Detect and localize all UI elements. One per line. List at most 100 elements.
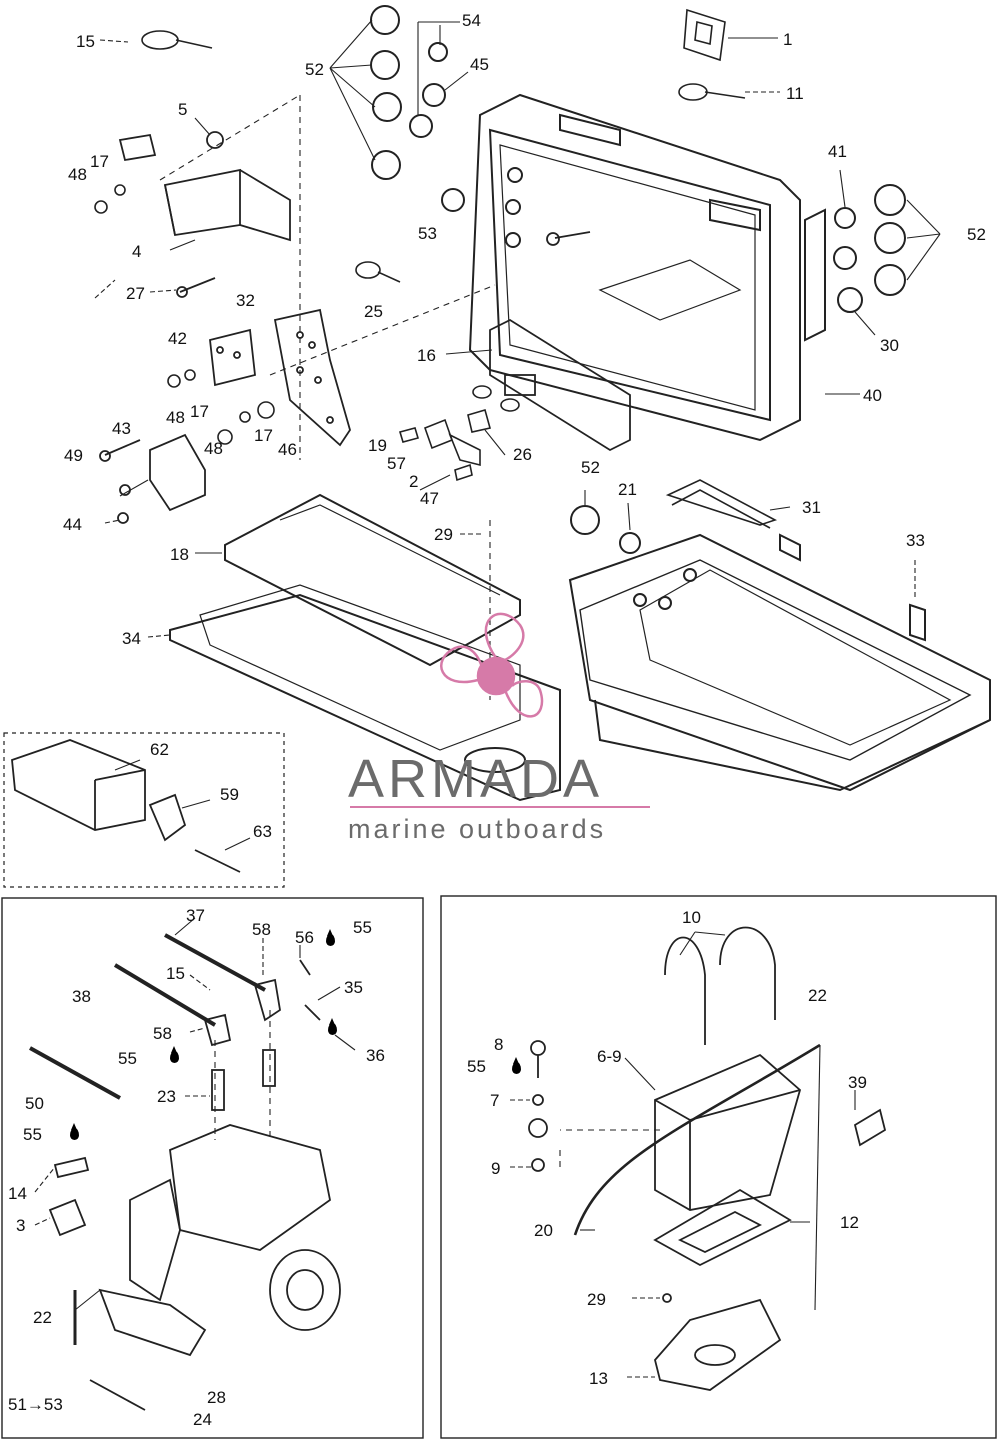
- harness-cover: [665, 479, 778, 529]
- insulating-pad: [224, 493, 521, 667]
- callout-label: 4: [132, 242, 142, 261]
- callout-label: 35: [344, 978, 363, 997]
- rubber-grommets: [370, 5, 906, 554]
- watermark-propeller-icon: [440, 612, 544, 718]
- bolts: [99, 231, 591, 462]
- lubricant-drop-icon: [70, 1123, 79, 1140]
- callout-label: 17: [90, 152, 109, 171]
- callout-label: 21: [618, 480, 637, 499]
- callout-label: 34: [122, 629, 141, 648]
- lubricant-drop-icon: [328, 1018, 337, 1035]
- callout-label: 14: [8, 1184, 27, 1203]
- callout-label: 11: [786, 84, 804, 103]
- callout-label: 49: [64, 446, 83, 465]
- callout-label: 43: [112, 419, 131, 438]
- starter-relay: [117, 433, 206, 524]
- callout-label: 9: [491, 1159, 501, 1178]
- lubricant-drop-icon: [170, 1046, 179, 1063]
- leader-lines: [34, 19, 941, 1378]
- callout-label: 48: [68, 165, 87, 184]
- connectors: [398, 385, 520, 482]
- lubricant-drop-icon: [326, 929, 335, 946]
- callout-label: 26: [513, 445, 532, 464]
- battery-detail-frame: [440, 895, 997, 1439]
- callout-label: 37: [186, 906, 205, 925]
- callout-label: 32: [236, 291, 255, 310]
- callout-label: 47: [420, 489, 439, 508]
- callout-label: 44: [63, 515, 82, 534]
- callout-label: 45: [470, 55, 489, 74]
- callout-label: 5: [178, 100, 188, 119]
- callout-label: 33: [906, 531, 925, 550]
- callout-label: 22: [33, 1308, 52, 1327]
- callout-label: 50: [25, 1094, 44, 1113]
- callout-label: 59: [220, 785, 239, 804]
- fuse-holder: [489, 318, 631, 452]
- callout-label: 20: [534, 1221, 553, 1240]
- callout-label: 48: [166, 408, 185, 427]
- callout-label: 10: [682, 908, 701, 927]
- callout-label: 27: [126, 284, 145, 303]
- callout-label: 55: [467, 1057, 486, 1076]
- callout-label: 3: [16, 1216, 26, 1235]
- callout-label: 7: [490, 1091, 500, 1110]
- watermark-brand: ARMADA: [348, 749, 604, 809]
- callout-label: 56: [295, 928, 314, 947]
- callout-label: 28: [207, 1388, 226, 1407]
- callout-label: 22: [808, 986, 827, 1005]
- solenoid: [118, 131, 291, 242]
- callout-label: 41: [828, 142, 847, 161]
- callout-label: 29: [434, 525, 453, 544]
- callout-label: 58: [153, 1024, 172, 1043]
- callout-label: 36: [366, 1046, 385, 1065]
- mounting-bracket: [273, 308, 351, 447]
- callout-label: 30: [880, 336, 899, 355]
- callout-label: 55: [118, 1049, 137, 1068]
- engine-assembly: [29, 933, 341, 1411]
- battery-assembly: [528, 926, 887, 1391]
- electrical-box-base: [568, 533, 991, 792]
- callout-label: 17: [254, 426, 273, 445]
- callout-label: 15: [76, 32, 95, 51]
- lubricant-drop-icon: [512, 1057, 521, 1074]
- callout-label: 18: [170, 545, 189, 564]
- callout-label: 48: [204, 439, 223, 458]
- callout-label: 24: [193, 1410, 212, 1429]
- callout-label: 53: [418, 224, 437, 243]
- callout-label: 13: [589, 1369, 608, 1388]
- callout-label: 1: [783, 30, 793, 49]
- watermark-divider: [350, 806, 650, 808]
- callout-label: 51→53: [8, 1395, 63, 1414]
- callout-label: 8: [494, 1035, 504, 1054]
- callout-label: 19: [368, 436, 387, 455]
- callout-label: 6-9: [597, 1047, 622, 1066]
- callout-label: 55: [353, 918, 372, 937]
- washers: [94, 184, 275, 445]
- callout-label: 17: [190, 402, 209, 421]
- callout-label: 42: [168, 329, 187, 348]
- callout-label: 52: [305, 60, 324, 79]
- callout-label: 31: [802, 498, 821, 517]
- callout-label: 29: [587, 1290, 606, 1309]
- callout-label: 25: [364, 302, 383, 321]
- callout-label: 38: [72, 987, 91, 1006]
- callout-label: 62: [150, 740, 169, 759]
- callout-label: 54: [462, 11, 481, 30]
- fuse-block: [11, 739, 241, 873]
- callout-label: 40: [863, 386, 882, 405]
- callout-label: 46: [278, 440, 297, 459]
- callout-label: 15: [166, 964, 185, 983]
- watermark-tagline: marine outboards: [348, 814, 607, 844]
- electrical-box-cover: [468, 93, 826, 442]
- callout-label: 55: [23, 1125, 42, 1144]
- fuse-detail-frame: [3, 732, 285, 888]
- callout-label: 12: [840, 1213, 859, 1232]
- mounting-plate: [169, 584, 561, 802]
- cable-ties: [141, 8, 746, 283]
- rectifier: [209, 328, 256, 387]
- callout-label: 52: [581, 458, 600, 477]
- callout-label: 58: [252, 920, 271, 939]
- engine-detail-frame: [1, 897, 424, 1439]
- callout-label: 63: [253, 822, 272, 841]
